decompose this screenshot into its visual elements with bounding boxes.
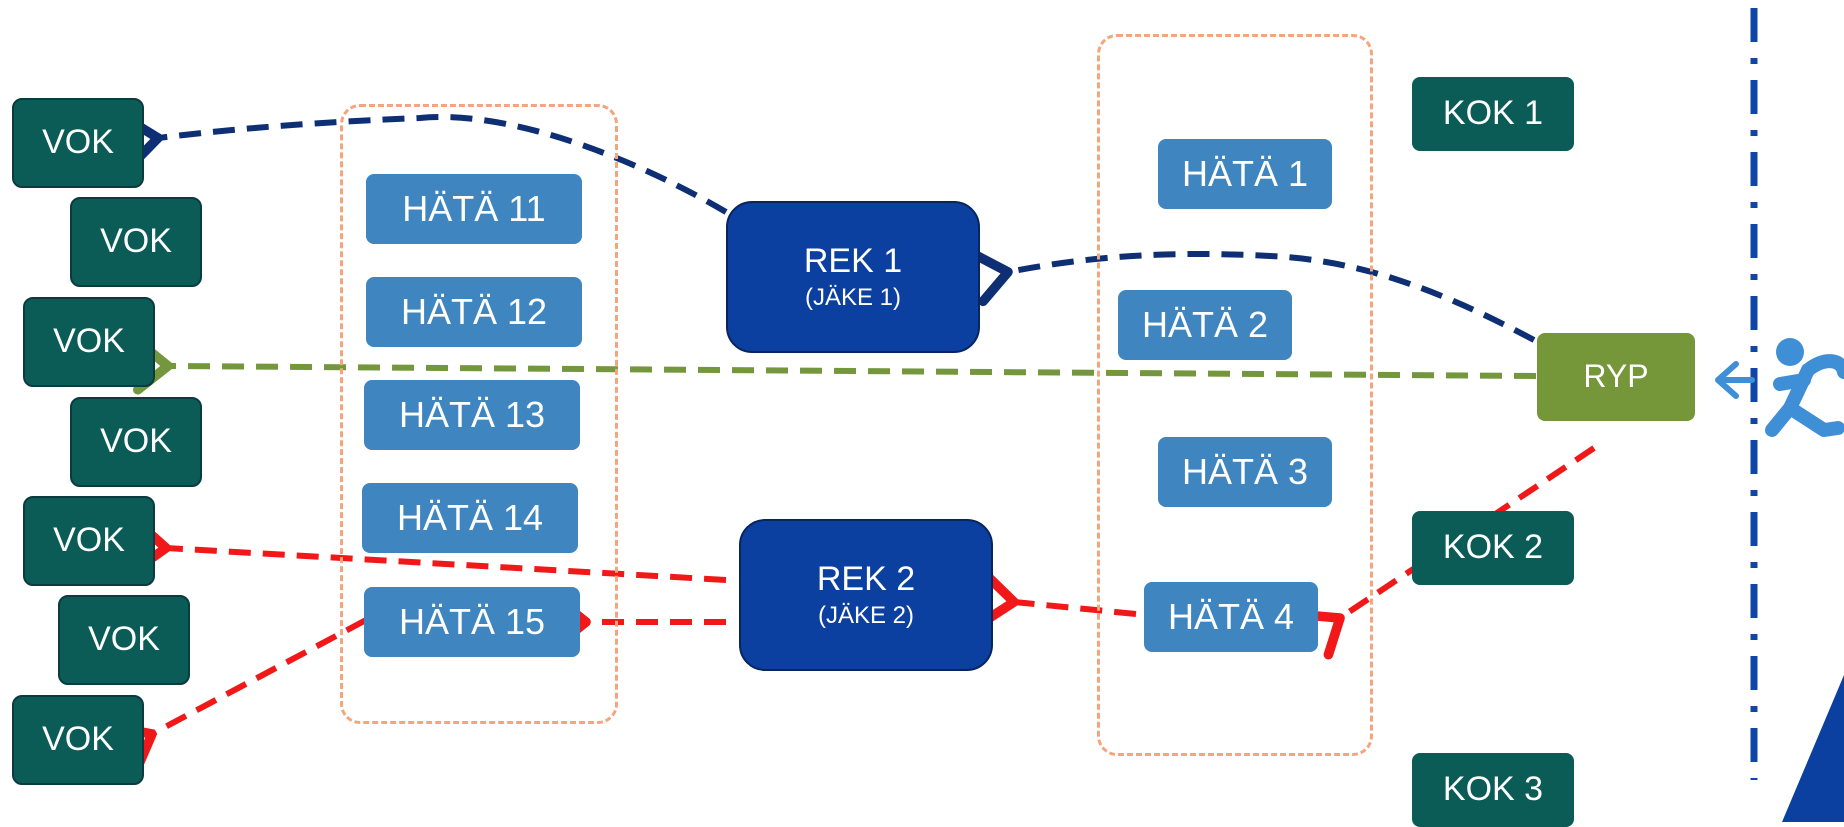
hata-label: HÄTÄ 3 bbox=[1181, 451, 1309, 493]
kok-label: KOK 2 bbox=[1442, 528, 1544, 567]
corner-decoration bbox=[1782, 675, 1844, 822]
arrow-rek2-to-vok bbox=[129, 517, 727, 583]
vok-node-1: VOK bbox=[12, 98, 144, 188]
hata-label: HÄTÄ 4 bbox=[1167, 596, 1295, 638]
kok-1-node: KOK 1 bbox=[1412, 77, 1574, 151]
rek-2-title: REK 2 bbox=[816, 560, 916, 599]
kok-label: KOK 3 bbox=[1442, 770, 1544, 809]
group-box-left bbox=[340, 104, 618, 724]
arrow-hata4-to-rek2 bbox=[976, 570, 1137, 628]
arrow-ryp-to-rek1 bbox=[969, 249, 1536, 343]
group-box-right bbox=[1097, 34, 1373, 756]
hata-label: HÄTÄ 14 bbox=[396, 497, 544, 539]
hata-label: HÄTÄ 2 bbox=[1141, 304, 1269, 346]
kok-3-node: KOK 3 bbox=[1412, 753, 1574, 827]
rek-2-node: REK 2 (JÄKE 2) bbox=[739, 519, 993, 671]
vok-node-4: VOK bbox=[70, 397, 202, 487]
hata-3-node: HÄTÄ 3 bbox=[1158, 437, 1332, 507]
vok-label: VOK bbox=[42, 720, 114, 759]
arrow-ryp-to-vok bbox=[133, 336, 1537, 395]
vok-label: VOK bbox=[100, 222, 172, 261]
vok-node-3: VOK bbox=[23, 297, 155, 387]
vok-label: VOK bbox=[53, 521, 125, 560]
vok-node-7: VOK bbox=[12, 695, 144, 785]
vok-node-6: VOK bbox=[58, 595, 190, 685]
hata-14-node: HÄTÄ 14 bbox=[362, 483, 578, 553]
arrow-rek1-to-vok bbox=[120, 113, 728, 215]
left-arrow-icon bbox=[1715, 361, 1755, 399]
arrow-hata15-to-vok bbox=[109, 617, 368, 775]
vok-label: VOK bbox=[53, 322, 125, 361]
hata-4-node: HÄTÄ 4 bbox=[1144, 582, 1318, 652]
ryp-node: RYP bbox=[1537, 333, 1695, 421]
hata-label: HÄTÄ 15 bbox=[398, 601, 546, 643]
vok-label: VOK bbox=[100, 422, 172, 461]
person-running-icon bbox=[1765, 338, 1844, 437]
hata-15-node: HÄTÄ 15 bbox=[364, 587, 580, 657]
rek-2-subtitle: (JÄKE 2) bbox=[817, 601, 915, 629]
kok-2-node: KOK 2 bbox=[1412, 511, 1574, 585]
hata-2-node: HÄTÄ 2 bbox=[1118, 290, 1292, 360]
hata-11-node: HÄTÄ 11 bbox=[366, 174, 582, 244]
hata-label: HÄTÄ 13 bbox=[398, 394, 546, 436]
hata-label: HÄTÄ 11 bbox=[402, 188, 546, 230]
rek-1-subtitle: (JÄKE 1) bbox=[804, 283, 902, 311]
hata-12-node: HÄTÄ 12 bbox=[366, 277, 582, 347]
ryp-label: RYP bbox=[1583, 358, 1649, 395]
hata-13-node: HÄTÄ 13 bbox=[364, 380, 580, 450]
rek-1-title: REK 1 bbox=[803, 242, 903, 281]
vok-label: VOK bbox=[42, 123, 114, 162]
hata-1-node: HÄTÄ 1 bbox=[1158, 139, 1332, 209]
vok-node-5: VOK bbox=[23, 496, 155, 586]
hata-label: HÄTÄ 12 bbox=[400, 291, 548, 333]
rek-1-node: REK 1 (JÄKE 1) bbox=[726, 201, 980, 353]
vok-node-2: VOK bbox=[70, 197, 202, 287]
hata-label: HÄTÄ 1 bbox=[1181, 153, 1309, 195]
kok-label: KOK 1 bbox=[1442, 94, 1544, 133]
vok-label: VOK bbox=[88, 620, 160, 659]
